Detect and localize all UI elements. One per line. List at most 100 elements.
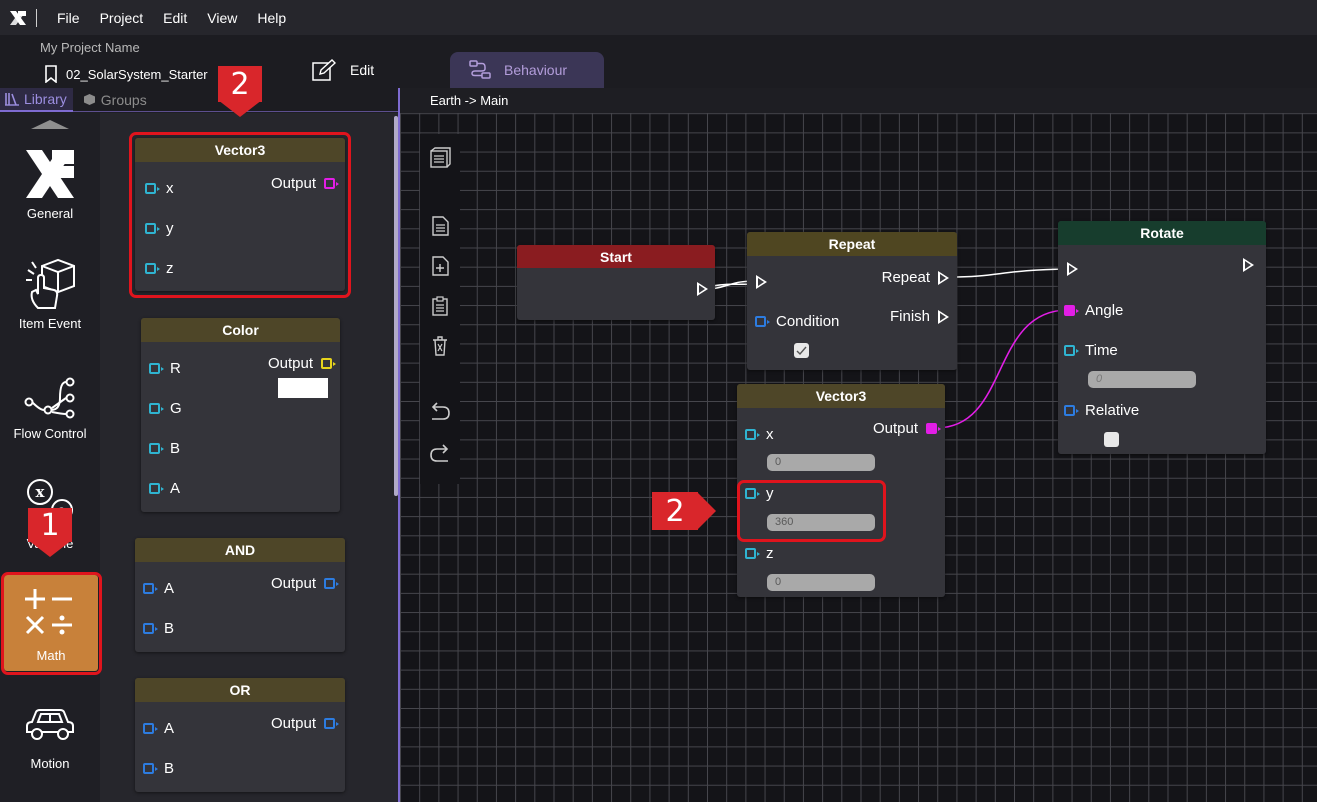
port-socket-icon <box>1064 345 1079 356</box>
input-port-x[interactable]: x <box>145 180 174 197</box>
input-port-x[interactable]: x <box>745 426 774 443</box>
input-port-time[interactable]: Time <box>1064 342 1118 359</box>
callout-number: 2 <box>230 66 250 102</box>
exec-out-port[interactable] <box>697 282 708 296</box>
port-socket-icon <box>745 429 760 440</box>
input-port-y[interactable]: y <box>745 485 774 502</box>
canvas-node-start[interactable]: Start <box>517 245 715 320</box>
input-port-relative[interactable]: Relative <box>1064 402 1139 419</box>
output-port[interactable]: Output <box>270 715 339 732</box>
library-node-color[interactable]: Color R G B A Output <box>141 318 340 512</box>
exec-in-port[interactable] <box>1067 262 1078 276</box>
port-label: Repeat <box>881 269 930 286</box>
project-header: My Project Name 02_SolarSystem_Starter E… <box>0 35 1317 88</box>
copy-tool[interactable] <box>428 214 452 238</box>
port-socket-icon <box>143 723 158 734</box>
input-port-a[interactable]: A <box>143 720 174 737</box>
input-port-a[interactable]: A <box>143 580 174 597</box>
input-port-b[interactable]: B <box>143 760 174 777</box>
input-port-condition[interactable]: Condition <box>755 313 839 330</box>
input-port-z[interactable]: z <box>145 260 174 277</box>
exec-out-port[interactable] <box>1243 258 1254 272</box>
relative-checkbox[interactable] <box>1104 432 1119 447</box>
color-swatch[interactable] <box>278 378 328 398</box>
car-icon <box>26 709 74 740</box>
project-name: My Project Name <box>40 40 140 55</box>
exec-out-repeat[interactable]: Repeat <box>882 269 949 286</box>
exec-out-finish[interactable]: Finish <box>890 308 949 325</box>
y-value-input[interactable]: 360 <box>767 514 875 531</box>
category-flow-control[interactable]: Flow Control <box>0 360 100 466</box>
category-motion[interactable]: Motion <box>0 690 100 796</box>
file-tab[interactable]: 02_SolarSystem_Starter <box>44 65 218 83</box>
port-label: z <box>166 260 174 277</box>
frame-tool[interactable] <box>428 146 452 170</box>
library-scrollbar[interactable] <box>394 116 398 496</box>
category-item-event[interactable]: Item Event <box>0 250 100 356</box>
menu-edit[interactable]: Edit <box>163 9 188 26</box>
exec-arrow-icon <box>1243 258 1254 272</box>
z-value-input[interactable]: 0 <box>767 574 875 591</box>
callout-pointer-right-icon <box>697 492 716 530</box>
input-port-y[interactable]: y <box>145 220 174 237</box>
input-port-b[interactable]: B <box>149 440 180 457</box>
tab-behaviour[interactable]: Behaviour <box>450 52 604 88</box>
tab-groups[interactable]: Groups <box>83 92 147 108</box>
port-label: A <box>164 580 175 597</box>
library-node-or[interactable]: OR A B Output <box>135 678 345 792</box>
output-port[interactable]: Output <box>270 575 339 592</box>
edit-label: Edit <box>350 62 375 78</box>
port-label: Output <box>270 575 316 592</box>
menu-help[interactable]: Help <box>257 9 287 26</box>
menu-project[interactable]: Project <box>99 9 144 26</box>
condition-checkbox[interactable] <box>794 343 809 358</box>
input-port-r[interactable]: R <box>149 360 181 377</box>
port-label: y <box>766 485 774 502</box>
undo-tool[interactable] <box>428 400 452 424</box>
x-value-input[interactable]: 0 <box>767 454 875 471</box>
input-port-angle[interactable]: Angle <box>1064 302 1123 319</box>
tab-library[interactable]: Library <box>0 87 73 112</box>
scroll-up-icon[interactable] <box>31 120 69 129</box>
port-socket-icon <box>324 178 339 189</box>
callout-pointer-down-icon <box>28 540 72 557</box>
time-value-input[interactable]: 0 <box>1088 371 1196 388</box>
input-port-b[interactable]: B <box>143 620 174 637</box>
redo-tool[interactable] <box>428 442 452 466</box>
duplicate-tool[interactable] <box>428 254 452 278</box>
output-port[interactable]: Output <box>271 175 339 192</box>
paste-tool[interactable] <box>428 294 452 318</box>
document-icon <box>432 216 449 236</box>
highlight-y-input <box>737 480 886 542</box>
category-math[interactable]: Math <box>4 575 98 671</box>
clipboard-icon <box>432 296 448 316</box>
input-port-a[interactable]: A <box>149 480 180 497</box>
app-logo-icon[interactable] <box>0 0 36 35</box>
input-port-g[interactable]: G <box>149 400 182 417</box>
library-node-vector3[interactable]: Vector3 x y z Output <box>135 138 345 291</box>
input-port-z[interactable]: z <box>745 545 774 562</box>
menu-view[interactable]: View <box>207 9 238 26</box>
edit-icon <box>312 59 336 81</box>
output-port[interactable]: Output <box>268 355 336 372</box>
step-2-canvas-callout: 2 <box>652 492 698 530</box>
node-title: AND <box>135 538 345 562</box>
flow-control-icon <box>24 377 75 419</box>
canvas-node-rotate[interactable]: Rotate Angle Time 0 Relative <box>1058 221 1266 454</box>
delete-tool[interactable] <box>428 334 452 358</box>
node-title: Rotate <box>1058 221 1266 245</box>
menu-file[interactable]: File <box>57 9 80 26</box>
library-node-and[interactable]: AND A B Output <box>135 538 345 652</box>
port-label: x <box>166 180 174 197</box>
edit-button[interactable]: Edit <box>312 59 374 81</box>
port-socket-icon <box>1064 405 1079 416</box>
output-port[interactable]: Output <box>873 420 941 437</box>
canvas-node-repeat[interactable]: Repeat Repeat Finish Condition <box>747 232 957 370</box>
canvas-node-vector3[interactable]: Vector3 x 0 y 360 z 0 Output <box>737 384 945 597</box>
port-label: Output <box>270 715 316 732</box>
file-name: 02_SolarSystem_Starter <box>66 66 208 82</box>
category-general[interactable]: General <box>0 140 100 246</box>
breadcrumb[interactable]: Earth -> Main <box>430 93 509 108</box>
port-socket-icon <box>145 263 160 274</box>
exec-in-port[interactable] <box>756 275 767 289</box>
